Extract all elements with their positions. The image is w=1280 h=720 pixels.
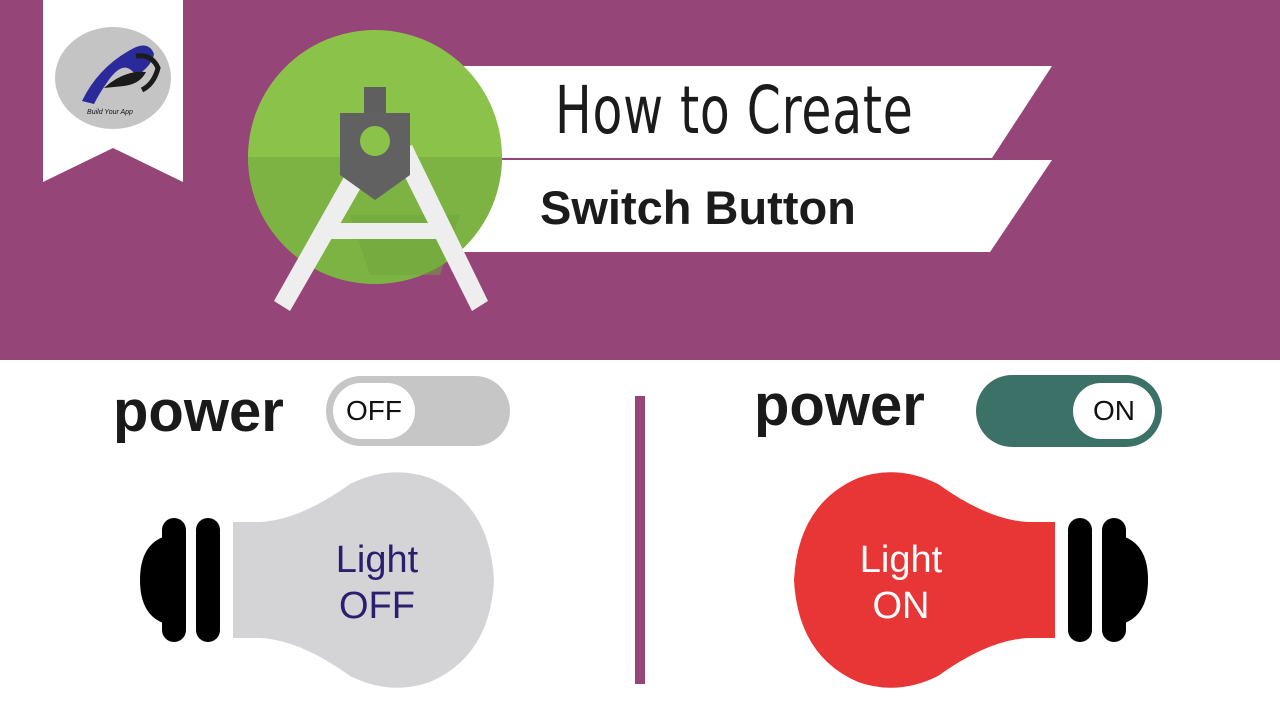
android-studio-compass-icon (248, 30, 502, 311)
power-label-right: power (754, 373, 925, 438)
power-switch-off[interactable]: OFF (326, 376, 510, 446)
bulb-on-line1: Light (859, 539, 943, 581)
bulb-off-line1: Light (335, 539, 419, 581)
power-switch-on[interactable]: ON (976, 375, 1162, 447)
light-bulb-on-icon (794, 472, 1148, 688)
light-bulb-off-icon (140, 472, 494, 688)
title-strips (420, 66, 1052, 252)
bulb-on-label: Light ON (801, 537, 1001, 629)
bulb-on-line2: ON (872, 585, 930, 627)
logo-caption: Build Your App (87, 109, 133, 116)
bulb-off-line2: OFF (339, 585, 415, 627)
switch-thumb-on[interactable]: ON (1073, 383, 1155, 439)
bulb-off-label: Light OFF (277, 537, 477, 629)
power-label-left: power (113, 379, 284, 444)
title-line-2: Switch Button (540, 181, 856, 234)
vertical-divider (635, 396, 645, 684)
switch-thumb-off[interactable]: OFF (333, 383, 415, 439)
build-your-app-logo-icon: Build Your App (55, 27, 171, 129)
title-line-1: How to Create (555, 72, 914, 149)
